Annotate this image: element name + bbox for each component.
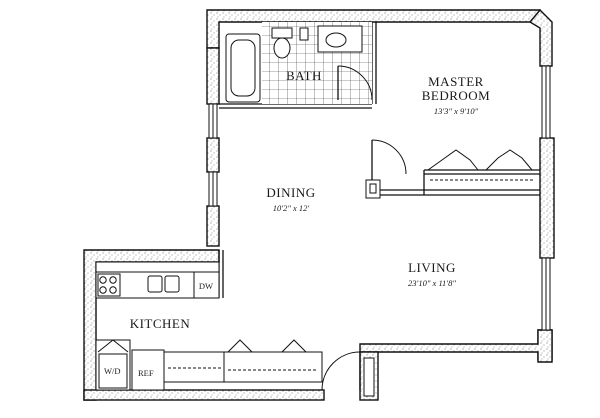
washer-dryer-label: W/D [104,366,121,376]
master-bedroom-label-line2: BEDROOM [422,88,491,103]
living-dimension: 23'10" x 11'8" [408,278,456,288]
bathroom [225,22,373,104]
dishwasher-label: DW [199,281,213,291]
bedroom-door [371,139,407,175]
dining-dimension: 10'2" x 12' [273,203,310,213]
living-label: LIVING [408,260,456,275]
master-bedroom-dimension: 13'3" x 9'10" [434,106,479,116]
entry-door [321,351,375,397]
windows [208,65,551,331]
master-bedroom-label-line1: MASTER [428,74,484,89]
kitchen-fixtures [95,261,323,391]
bath-label: BATH [286,68,322,83]
kitchen-label: KITCHEN [130,316,191,331]
refrigerator-label: REF [138,368,154,378]
dining-label: DINING [266,185,315,200]
